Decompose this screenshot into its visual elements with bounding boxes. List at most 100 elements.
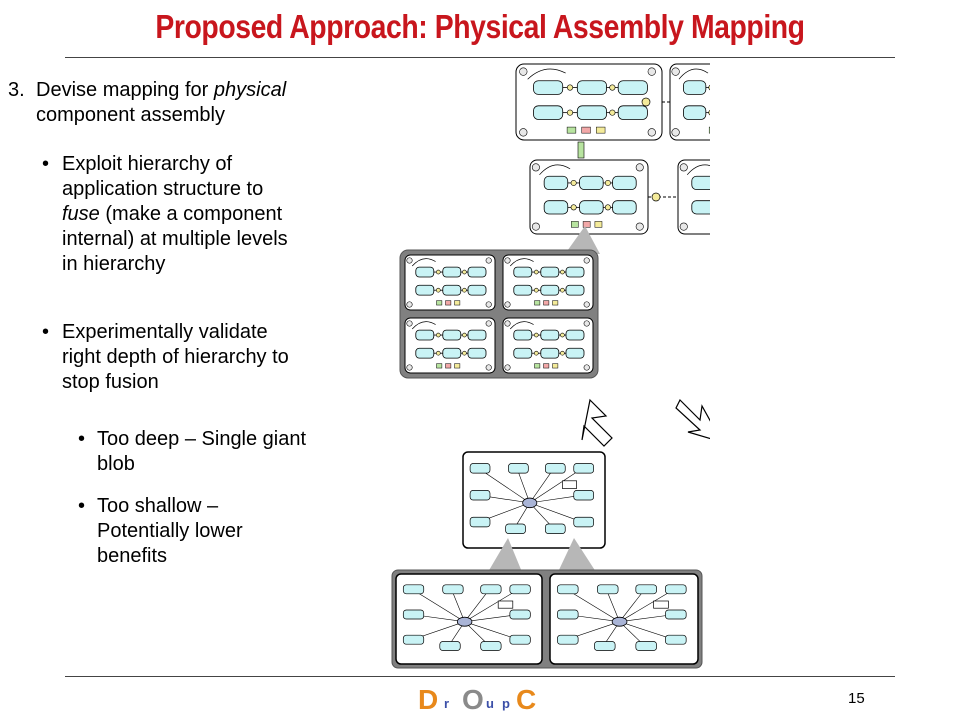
facet-port — [445, 300, 452, 306]
component-box — [565, 329, 585, 341]
component-box — [545, 523, 566, 534]
component-box — [576, 80, 607, 95]
fused-module-bottom-right — [549, 573, 699, 665]
corner-port — [406, 320, 413, 327]
level0-marker: 3. — [8, 79, 25, 101]
top-module-2 — [669, 63, 710, 141]
component-box — [415, 347, 435, 359]
component-box — [683, 105, 707, 120]
corner-port — [485, 257, 492, 264]
component-box — [513, 347, 533, 359]
component-box — [617, 105, 648, 120]
event-port — [462, 269, 467, 275]
corner-port — [647, 128, 656, 137]
corner-port — [485, 320, 492, 327]
feedback-arc — [527, 68, 566, 80]
component-box — [415, 329, 435, 341]
facet-port — [454, 363, 461, 369]
corner-port — [679, 222, 688, 231]
component-box — [545, 463, 566, 474]
component-box — [509, 634, 531, 645]
event-port — [566, 109, 574, 116]
component-box — [579, 175, 604, 190]
corner-port — [485, 364, 492, 371]
assembly-mapping-diagram — [391, 63, 710, 669]
corner-port — [671, 128, 680, 137]
event-port — [560, 350, 565, 356]
component-box — [540, 284, 560, 296]
corner-port — [583, 301, 590, 308]
facet-port — [543, 363, 550, 369]
hub-connector — [529, 468, 583, 504]
corner-port — [504, 257, 511, 264]
component-box — [557, 584, 579, 595]
facet-port — [454, 300, 461, 306]
hub-connector — [464, 589, 519, 622]
facet-port — [566, 126, 577, 134]
component-box — [505, 523, 526, 534]
component-box — [576, 105, 607, 120]
component-box — [565, 347, 585, 359]
component-box — [573, 463, 594, 474]
hub-connector — [464, 589, 490, 622]
external-port — [497, 600, 514, 609]
component-box — [635, 584, 657, 595]
component-box — [565, 266, 585, 278]
hub-connector — [478, 468, 530, 504]
external-port — [653, 600, 669, 609]
feedback-arc — [539, 164, 571, 176]
component-box — [665, 584, 687, 595]
hub-connector — [464, 621, 519, 640]
event-port — [604, 179, 611, 186]
event-port — [436, 287, 441, 293]
feedback-arc — [678, 68, 709, 80]
logo-letter-u: u — [486, 696, 494, 711]
corner-port — [519, 67, 528, 76]
component-box — [635, 641, 657, 651]
link-port — [641, 97, 651, 107]
top-module-3 — [529, 159, 649, 235]
component-box — [442, 284, 462, 296]
grey-panel-left-mini-2 — [502, 254, 594, 311]
component-box — [467, 266, 487, 278]
feedback-arc — [509, 321, 534, 330]
feedback-arc — [686, 164, 710, 176]
hub-connector — [566, 589, 620, 622]
link-port — [651, 192, 661, 202]
component-box — [579, 200, 604, 215]
component-box — [543, 200, 569, 215]
hub-connector — [529, 502, 583, 523]
event-port — [609, 109, 616, 116]
logo-letter-p: p — [502, 696, 510, 711]
component-box — [439, 641, 461, 651]
component-box — [513, 266, 533, 278]
link-facet — [577, 141, 585, 159]
corner-port — [406, 301, 413, 308]
event-port — [534, 350, 539, 356]
item1-marker: • — [42, 153, 50, 175]
facet-port — [552, 363, 559, 369]
facet-port — [445, 363, 452, 369]
corner-port — [583, 364, 590, 371]
component-box — [402, 609, 425, 620]
component-box — [533, 80, 564, 95]
event-port — [462, 287, 467, 293]
corner-port — [406, 257, 413, 264]
corner-port — [671, 67, 680, 76]
component-box — [402, 634, 425, 645]
facet-port — [534, 300, 541, 306]
facet-port — [708, 126, 710, 134]
corner-port — [519, 128, 528, 137]
expansion-wedge-left — [565, 226, 600, 254]
component-box — [469, 516, 491, 528]
logo-letter-c: C — [516, 684, 537, 715]
event-port — [708, 84, 710, 91]
fused-module-mid — [462, 451, 606, 549]
corner-port — [583, 257, 590, 264]
corner-port — [504, 301, 511, 308]
component-box — [415, 284, 435, 296]
doc-group-logo: D r O u p C — [418, 684, 540, 716]
component-box — [594, 641, 616, 651]
